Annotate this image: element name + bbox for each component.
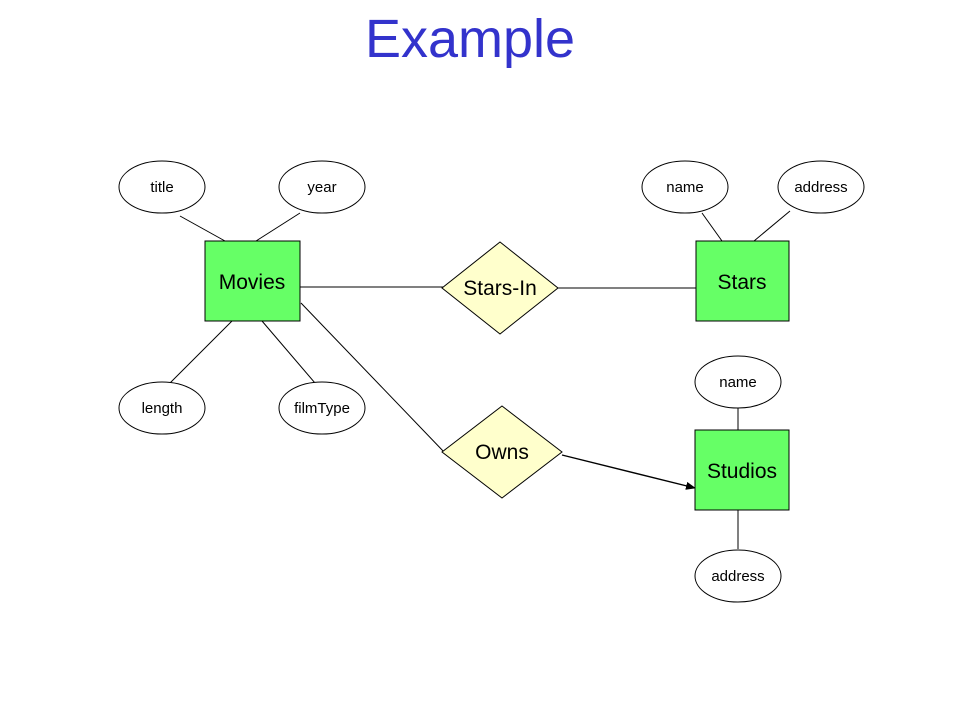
attribute-movies-filmtype-label: filmType <box>294 400 350 417</box>
attribute-stars-address[interactable]: address <box>777 160 865 214</box>
entity-stars-label: Stars <box>717 271 766 294</box>
attribute-movies-title-label: title <box>150 179 173 196</box>
relationship-stars-in[interactable]: Stars-In <box>441 241 559 335</box>
edge-movies-title <box>179 215 226 242</box>
relationship-owns[interactable]: Owns <box>441 405 563 499</box>
entity-stars[interactable]: Stars <box>695 240 790 322</box>
attribute-movies-length-label: length <box>142 400 183 417</box>
edge-movies-length <box>169 320 233 384</box>
entity-movies[interactable]: Movies <box>204 240 301 322</box>
entity-studios-label: Studios <box>707 460 777 483</box>
edge-movies-filmtype <box>261 320 316 384</box>
relationship-owns-label: Owns <box>475 441 529 464</box>
attribute-studios-address[interactable]: address <box>694 549 782 603</box>
attribute-studios-name[interactable]: name <box>694 355 782 409</box>
edge-movies-owns <box>300 302 446 454</box>
attribute-movies-year-label: year <box>307 179 336 196</box>
attribute-stars-address-label: address <box>794 179 847 196</box>
relationship-stars-in-label: Stars-In <box>463 277 537 300</box>
edge-owns-studios-arrow <box>561 454 696 490</box>
entity-studios[interactable]: Studios <box>694 429 790 511</box>
entity-movies-label: Movies <box>219 271 286 294</box>
page-title: Example <box>364 9 576 69</box>
attribute-movies-filmtype[interactable]: filmType <box>278 381 366 435</box>
edge-stars-address <box>753 210 791 242</box>
attribute-studios-name-label: name <box>719 374 757 391</box>
attribute-stars-name[interactable]: name <box>641 160 729 214</box>
attribute-movies-year[interactable]: year <box>278 160 366 214</box>
attribute-movies-title[interactable]: title <box>118 160 206 214</box>
edge-movies-year <box>255 212 301 242</box>
attribute-studios-address-label: address <box>711 568 764 585</box>
attribute-stars-name-label: name <box>666 179 704 196</box>
edge-stars-name <box>701 212 723 242</box>
attribute-movies-length[interactable]: length <box>118 381 206 435</box>
